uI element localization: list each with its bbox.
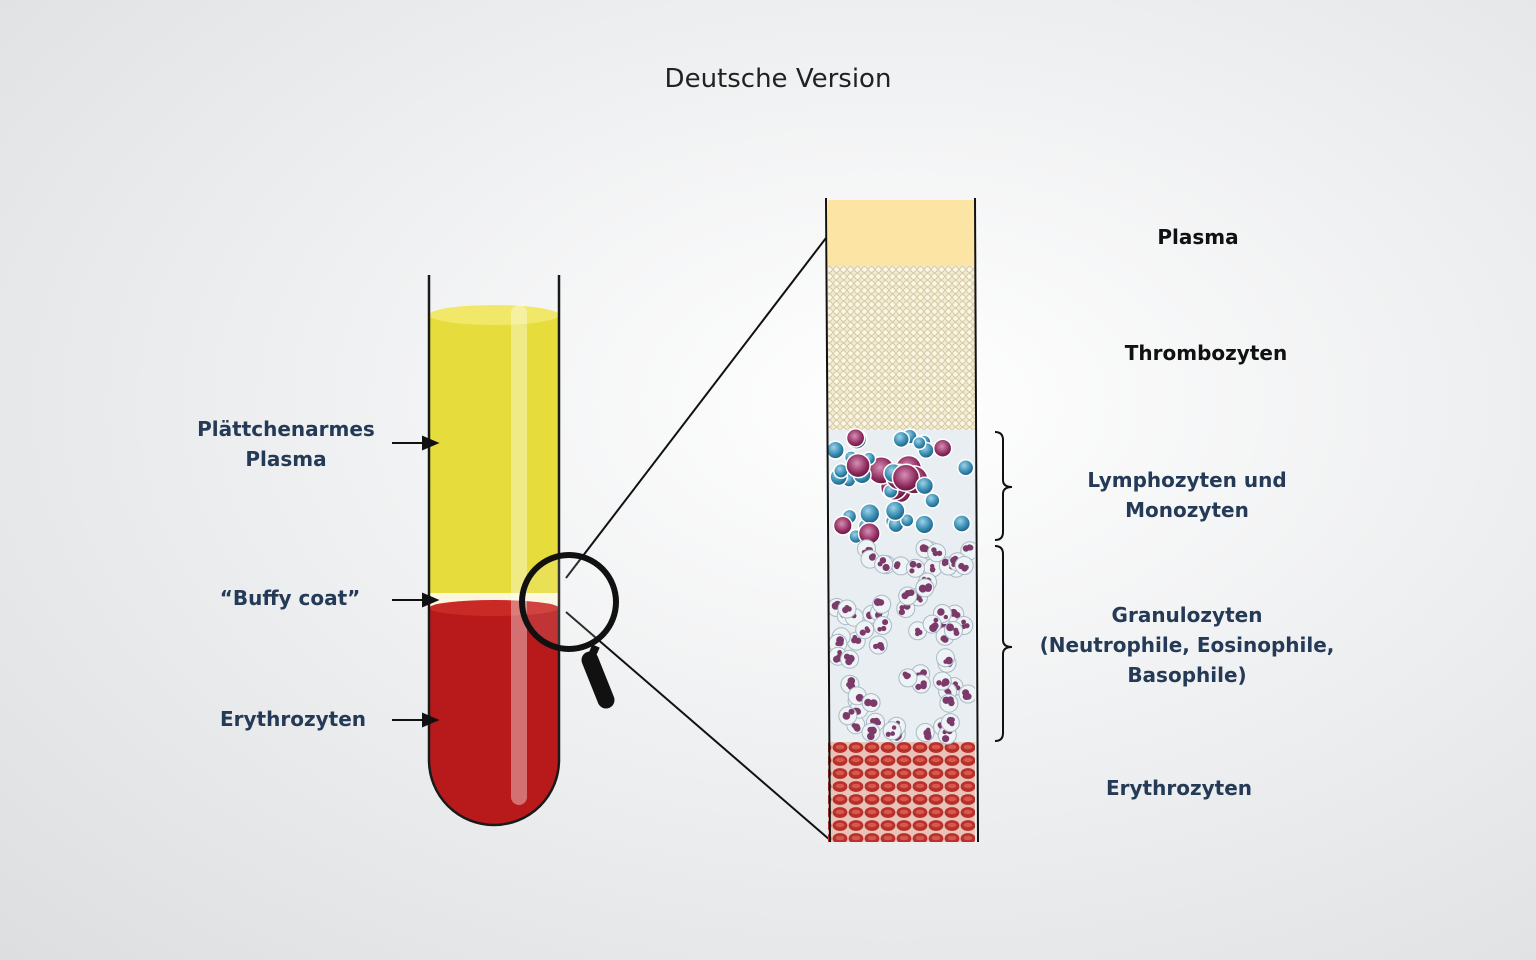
test-tube xyxy=(427,275,561,827)
label-platelet-poor-plasma: Plättchenarmes Plasma xyxy=(186,414,386,474)
granulocyte-cell xyxy=(958,684,975,704)
label-granulocytes-line2: (Neutrophile, Eosinophile, xyxy=(1039,633,1335,657)
granulocyte-cell xyxy=(882,721,902,741)
granulocyte-cell xyxy=(872,594,892,614)
label-lymphocytes-monocytes: Lymphozyten und Monozyten xyxy=(1067,465,1307,525)
granulocyte-cell xyxy=(954,556,974,575)
tube-red-surface xyxy=(429,600,559,616)
granulocyte-cell xyxy=(837,599,857,619)
granulocyte-cell xyxy=(905,558,925,578)
tube-outline xyxy=(427,275,561,827)
bracket-lymphocytes xyxy=(994,431,1013,541)
lymphocyte-cell xyxy=(956,459,975,477)
label-thrombocytes: Thrombozyten xyxy=(1124,341,1288,365)
label-granulocytes: Granulozyten (Neutrophile, Eosinophile, … xyxy=(1037,600,1337,690)
label-buffy-coat: “Buffy coat” xyxy=(219,586,361,610)
zoom-line-bottom xyxy=(565,611,831,841)
monocyte-cell xyxy=(832,515,853,536)
granulocyte-cell xyxy=(954,616,974,635)
granulocyte-cell xyxy=(908,621,928,641)
lymphocyte-cell xyxy=(952,514,972,533)
granulocyte-cell xyxy=(847,686,867,706)
granulocyte-cell xyxy=(898,668,918,688)
label-lymphocytes-line2: Monozyten xyxy=(1125,498,1249,522)
granulocyte-cell xyxy=(861,722,881,742)
granulocyte-cell xyxy=(936,648,955,668)
tube-erythrocyte-layer xyxy=(429,608,559,825)
granulocyte-cell xyxy=(927,543,947,563)
monocyte-cell xyxy=(891,463,921,493)
granulocyte-cell xyxy=(898,586,918,606)
granulocyte-cell xyxy=(940,713,960,733)
tube-plasma-layer xyxy=(429,315,559,595)
magnified-column xyxy=(825,197,979,843)
tube-plasma-surface xyxy=(429,305,559,325)
monocyte-cell xyxy=(845,452,871,479)
granulocyte-cell xyxy=(868,635,888,655)
lymphocyte-cell xyxy=(914,514,935,535)
granulocyte-cell xyxy=(840,649,860,669)
magnifier-icon xyxy=(519,552,619,709)
label-granulocytes-line3: Basophile) xyxy=(1127,663,1247,687)
lymphocyte-cell xyxy=(884,500,906,522)
label-plasma: Plasma xyxy=(1157,225,1239,249)
lymphocyte-cell xyxy=(828,440,845,460)
bracket-granulocytes xyxy=(994,545,1013,742)
granulocyte-cell xyxy=(922,614,942,634)
tube-glass-highlight xyxy=(511,305,527,805)
column-thrombocyte-layer xyxy=(828,266,975,438)
lymphocyte-cell xyxy=(924,492,941,509)
lymphocyte-cell xyxy=(912,435,927,451)
column-erythrocyte-layer xyxy=(828,742,975,842)
label-column-erythrocytes: Erythrozyten xyxy=(1105,776,1252,800)
granulocyte-cell xyxy=(915,723,935,742)
granulocyte-cell xyxy=(939,693,959,713)
lymphocyte-cell xyxy=(899,513,915,528)
granulocyte-cell xyxy=(874,554,894,574)
granulocyte-cell xyxy=(873,616,892,635)
monocyte-cell xyxy=(932,438,953,458)
granulocyte-cell xyxy=(915,578,935,598)
granulocyte-cell xyxy=(855,620,875,640)
monocyte-cell xyxy=(845,428,866,448)
granulocyte-cell xyxy=(932,671,952,691)
granulocyte-cell xyxy=(960,541,975,561)
label-lymphocytes-line1: Lymphozyten und xyxy=(1087,468,1287,492)
lymphocyte-cell xyxy=(859,503,881,525)
zoom-line-top xyxy=(565,237,827,579)
granulocyte-cell xyxy=(944,621,963,640)
tube-arrows xyxy=(392,435,440,728)
label-platelet-poor-plasma-line1: Plättchenarmes xyxy=(197,417,375,441)
granulocyte-cell xyxy=(923,558,943,578)
label-granulocytes-line1: Granulozyten xyxy=(1111,603,1263,627)
lymphocyte-cell xyxy=(915,476,935,496)
granulocyte-cell xyxy=(838,706,858,726)
column-plasma-layer xyxy=(828,200,975,268)
column-leukocyte-cells xyxy=(828,428,975,745)
page-title: Deutsche Version xyxy=(664,64,892,94)
label-tube-erythrocytes: Erythrozyten xyxy=(219,707,366,731)
label-platelet-poor-plasma-line2: Plasma xyxy=(245,447,327,471)
lymphocyte-cell xyxy=(892,430,910,449)
granulocyte-cell xyxy=(861,693,881,713)
